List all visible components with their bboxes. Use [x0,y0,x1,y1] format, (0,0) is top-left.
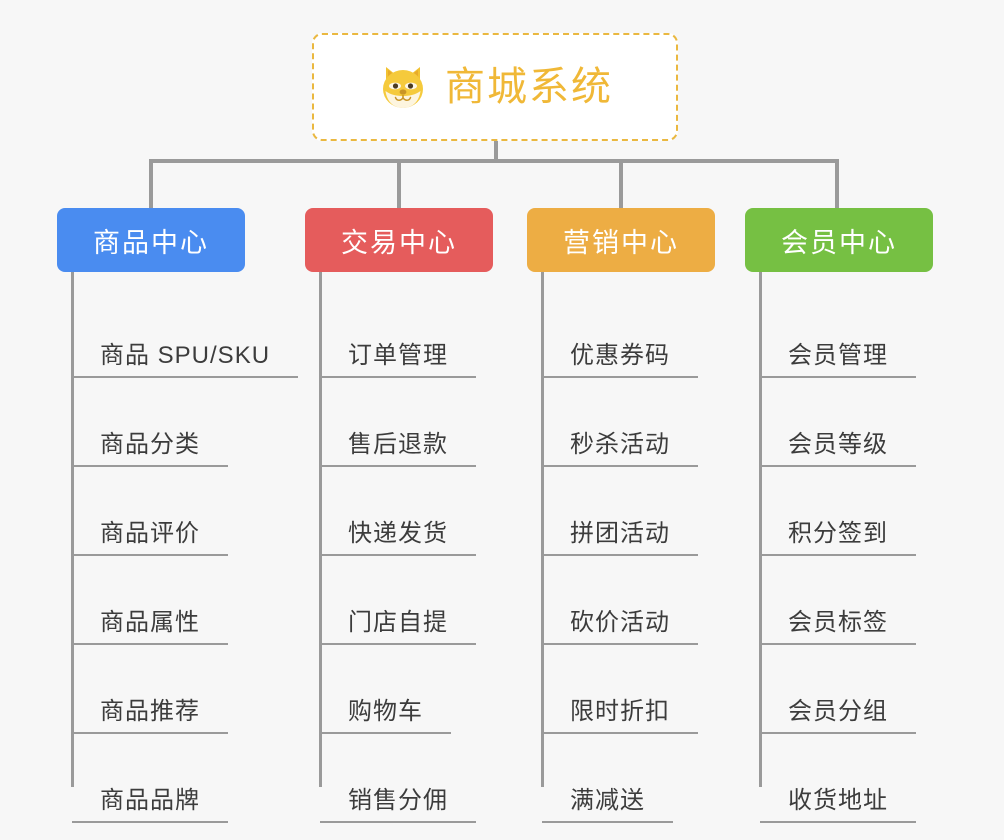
leaf-list-product: 商品 SPU/SKU 商品分类 商品评价 商品属性 商品推荐 商品品牌 [57,272,299,823]
leaf-label: 会员分组 [788,697,888,725]
list-item[interactable]: 满减送 [527,734,715,823]
leaf-label: 限时折扣 [570,697,670,725]
category-column-trade: 交易中心 订单管理 售后退款 快递发货 门店自提 购物车 销售分佣 [305,208,493,823]
leaf-label: 销售分佣 [348,786,448,814]
leaf-label: 砍价活动 [570,608,670,636]
leaf-label: 积分签到 [788,519,888,547]
category-label: 交易中心 [341,227,457,258]
list-item[interactable]: 商品属性 [57,556,298,645]
list-item[interactable]: 会员等级 [745,378,933,467]
connector-trunk [541,272,544,787]
list-item[interactable]: 商品评价 [57,467,298,556]
category-column-member: 会员中心 会员管理 会员等级 积分签到 会员标签 会员分组 收货地址 [745,208,933,823]
connector-root-stem [494,141,498,163]
shiba-dog-face-icon [377,61,429,113]
list-item[interactable]: 商品分类 [57,378,298,467]
connector-trunk [319,272,322,787]
list-item[interactable]: 积分签到 [745,467,933,556]
category-header-marketing[interactable]: 营销中心 [527,208,715,272]
list-item[interactable]: 快递发货 [305,467,493,556]
category-label: 营销中心 [563,227,679,258]
list-item[interactable]: 商品推荐 [57,645,298,734]
list-item[interactable]: 收货地址 [745,734,933,823]
leaf-label: 门店自提 [348,608,448,636]
leaf-label: 商品分类 [100,430,200,458]
leaf-label: 满减送 [570,786,645,814]
leaf-label: 订单管理 [348,341,448,369]
category-header-member[interactable]: 会员中心 [745,208,933,272]
list-item[interactable]: 会员分组 [745,645,933,734]
list-item[interactable]: 拼团活动 [527,467,715,556]
leaf-label: 会员标签 [788,608,888,636]
leaf-label: 会员等级 [788,430,888,458]
leaf-label: 快递发货 [348,519,448,547]
page-title: 商城系统 [445,65,613,109]
leaf-label: 秒杀活动 [570,430,670,458]
leaf-list-member: 会员管理 会员等级 积分签到 会员标签 会员分组 收货地址 [745,272,933,823]
category-header-product[interactable]: 商品中心 [57,208,245,272]
leaf-label: 会员管理 [788,341,888,369]
list-item[interactable]: 商品 SPU/SKU [57,289,299,378]
leaf-label: 商品品牌 [100,786,200,814]
category-column-product: 商品中心 商品 SPU/SKU 商品分类 商品评价 商品属性 商品推荐 商品品牌 [57,208,299,823]
list-item[interactable]: 限时折扣 [527,645,715,734]
category-column-marketing: 营销中心 优惠券码 秒杀活动 拼团活动 砍价活动 限时折扣 满减送 [527,208,715,823]
connector-trunk [759,272,762,787]
list-item[interactable]: 门店自提 [305,556,493,645]
leaf-label: 优惠券码 [570,341,670,369]
root-node[interactable]: 商城系统 [312,33,678,141]
leaf-list-trade: 订单管理 售后退款 快递发货 门店自提 购物车 销售分佣 [305,272,493,823]
connector-bus [149,159,839,163]
list-item[interactable]: 秒杀活动 [527,378,715,467]
leaf-label: 商品推荐 [100,697,200,725]
list-item[interactable]: 购物车 [305,645,493,734]
list-item[interactable]: 销售分佣 [305,734,493,823]
list-item[interactable]: 订单管理 [305,289,493,378]
leaf-label: 售后退款 [348,430,448,458]
leaf-list-marketing: 优惠券码 秒杀活动 拼团活动 砍价活动 限时折扣 满减送 [527,272,715,823]
connector-drop-4 [835,159,839,209]
connector-drop-3 [619,159,623,209]
connector-drop-1 [149,159,153,209]
leaf-label: 拼团活动 [570,519,670,547]
list-item[interactable]: 售后退款 [305,378,493,467]
leaf-label: 购物车 [348,697,423,725]
connector-drop-2 [397,159,401,209]
list-item[interactable]: 会员管理 [745,289,933,378]
list-item[interactable]: 商品品牌 [57,734,298,823]
list-item[interactable]: 砍价活动 [527,556,715,645]
list-item[interactable]: 会员标签 [745,556,933,645]
leaf-label: 商品属性 [100,608,200,636]
category-header-trade[interactable]: 交易中心 [305,208,493,272]
leaf-label: 商品 SPU/SKU [100,341,271,369]
category-label: 商品中心 [93,227,209,258]
connector-trunk [71,272,74,787]
leaf-label: 商品评价 [100,519,200,547]
category-label: 会员中心 [781,227,897,258]
leaf-label: 收货地址 [788,786,888,814]
list-item[interactable]: 优惠券码 [527,289,715,378]
